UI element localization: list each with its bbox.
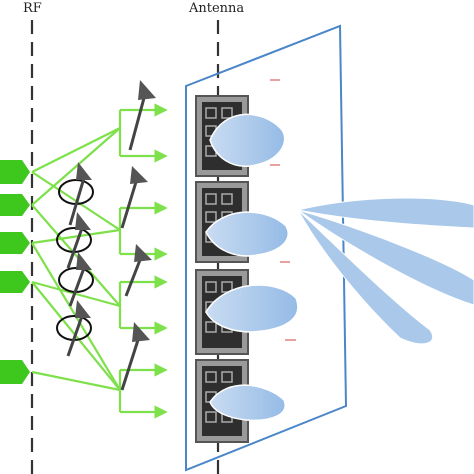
panel-markings <box>270 79 296 341</box>
output-beam <box>297 197 474 229</box>
rf-port <box>0 194 30 216</box>
phase-shifter <box>58 252 94 307</box>
feed-network <box>31 103 168 419</box>
output-beams <box>297 197 474 345</box>
output-beam <box>297 209 433 345</box>
element-lobe <box>209 113 286 167</box>
phase-shifter <box>56 300 92 357</box>
rf-port <box>0 271 30 293</box>
antenna-panel <box>185 24 348 472</box>
phase-shifter <box>58 162 94 226</box>
element-lobes <box>205 113 299 422</box>
output-beam <box>297 209 474 306</box>
antenna-label: Antenna <box>189 1 245 16</box>
phase-arrow <box>120 322 150 391</box>
rf-port <box>0 160 30 184</box>
phase-arrow <box>120 166 148 229</box>
phase-arrow <box>128 80 156 151</box>
phase-shifters <box>56 162 94 357</box>
element-lobe <box>205 211 289 257</box>
element-lobe <box>209 384 286 422</box>
rf-port <box>0 360 30 384</box>
rf-port <box>0 232 30 254</box>
phase-arrow <box>124 244 152 297</box>
rf-ports <box>0 160 30 384</box>
phase-shifter <box>56 212 92 269</box>
element-lobe <box>205 284 299 333</box>
phase-arrows <box>120 80 156 391</box>
rf-label: RF <box>23 1 42 16</box>
